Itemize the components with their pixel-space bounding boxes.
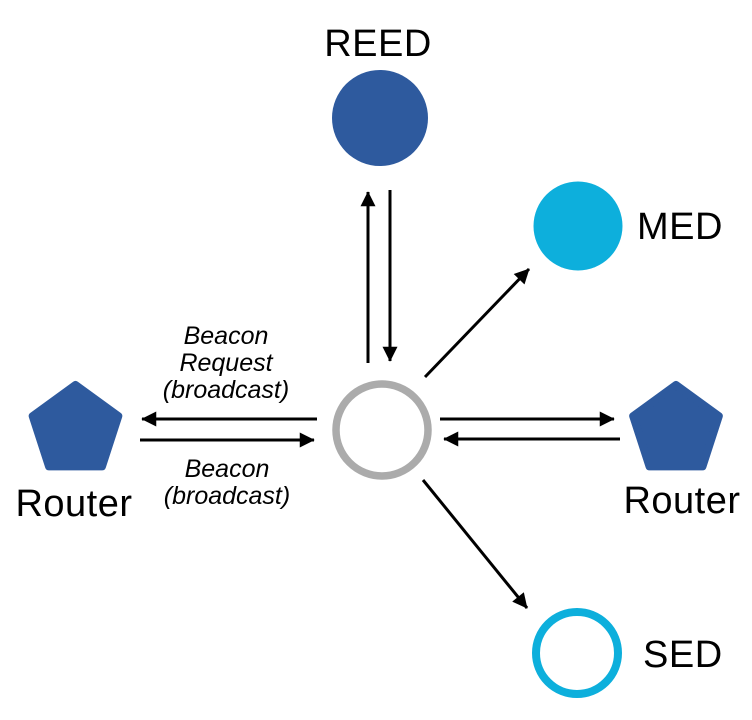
reed-node-circle [332,70,428,166]
beacon-request-line-3: (broadcast) [163,376,289,404]
router-right-label: Router [623,480,740,522]
router-right-pentagon [629,381,723,471]
beacon-request-line-1: Beacon [184,322,269,350]
center-node-circle [332,380,432,480]
arrow-center-to-sed [421,479,529,609]
beacon-request-annotation: Beacon Request (broadcast) [163,322,289,404]
arrow-center-to-med [423,267,531,379]
beacon-line-1: Beacon [185,455,270,483]
reed-node-label: REED [324,23,432,65]
sed-node-circle [532,608,622,698]
med-node-circle [533,181,623,271]
beacon-annotation: Beacon (broadcast) [164,455,290,510]
beacon-line-2: (broadcast) [164,482,290,510]
router-left-pentagon [28,381,123,471]
router-left-label: Router [15,483,132,525]
beacon-request-line-2: Request [179,349,273,377]
med-node-label: MED [637,206,723,248]
sed-node-label: SED [643,634,723,676]
